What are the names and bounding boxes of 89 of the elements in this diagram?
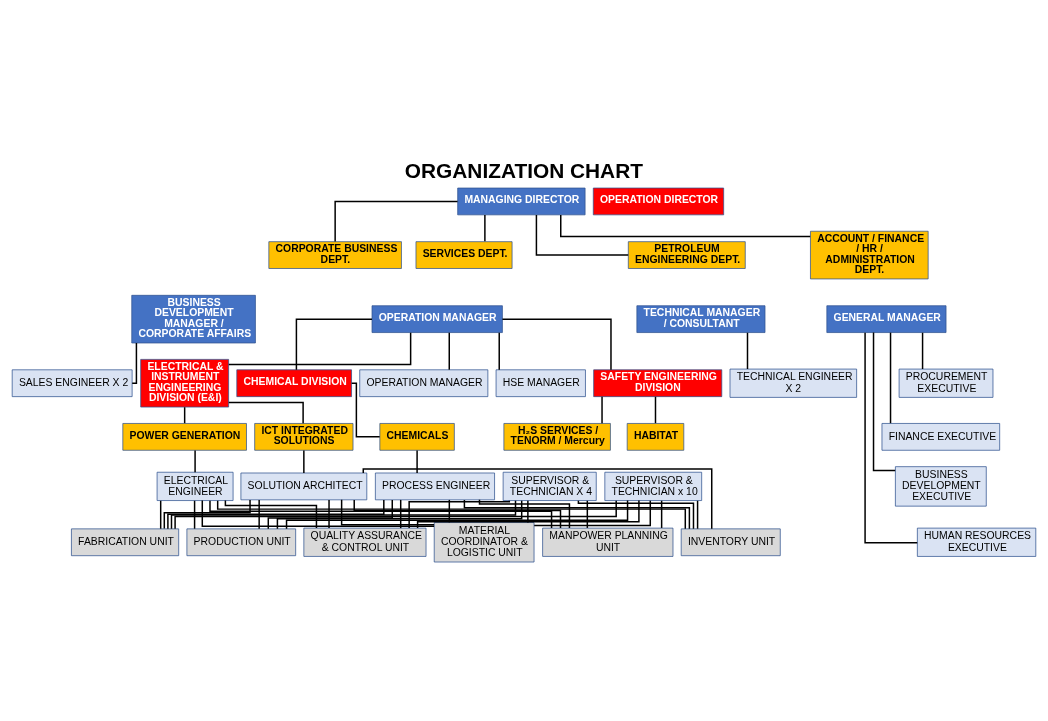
node-box: GENERAL MANAGER xyxy=(826,305,947,333)
diagram-title: ORGANIZATION CHART xyxy=(404,158,643,182)
connector xyxy=(159,500,162,530)
connector xyxy=(501,318,612,371)
connector xyxy=(478,499,571,529)
connector xyxy=(163,499,251,530)
connector xyxy=(448,499,451,524)
node-box: FABRICATION UNIT xyxy=(71,528,180,557)
connector xyxy=(463,499,691,530)
node-box: SALES ENGINEER X 2 xyxy=(11,369,133,397)
node-box: INVENTORY UNIT xyxy=(680,528,781,557)
node-box: SUPERVISOR & TECHNICIAN X 4 xyxy=(502,471,597,501)
node-box: POWER GENERATION xyxy=(122,423,247,451)
connector xyxy=(654,396,657,424)
connector xyxy=(228,332,412,366)
connector xyxy=(527,500,529,524)
connector xyxy=(535,214,629,256)
connector xyxy=(258,499,260,530)
connector xyxy=(448,332,450,371)
connector xyxy=(586,500,589,529)
node-box: CHEMICAL DIVISION xyxy=(236,369,352,397)
connector xyxy=(224,499,318,529)
connector xyxy=(408,499,511,529)
connector xyxy=(194,449,196,473)
node-box: HSE MANAGER xyxy=(495,369,586,397)
node-box: TECHNICAL MANAGER / CONSULTANT xyxy=(636,305,766,333)
node-box: SAFETY ENGINEERING DIVISION xyxy=(593,369,723,397)
connector xyxy=(577,500,695,530)
node-box: HUMAN RESOURCES EXECUTIVE xyxy=(917,527,1037,557)
node-box: ELECTRICAL & INSTRUMENT ENGINEERING DIVISION (E&I) xyxy=(140,359,229,408)
connector xyxy=(167,499,385,530)
node-box: BUSINESS DEVELOPMENT EXECUTIVE xyxy=(895,466,987,507)
node-box: MANAGING DIRECTOR xyxy=(457,187,586,216)
node-box: BUSINESS DEVELOPMENT MANAGER / CORPORATE AFFAIRS xyxy=(131,294,256,344)
node-box: OPERATION MANAGER xyxy=(359,369,489,397)
node-box: H₂S SERVICES / TENORM / Mercury xyxy=(503,423,611,451)
node-box: PROCUREMENT EXECUTIVE xyxy=(898,368,994,398)
connector xyxy=(696,500,699,530)
node-box: OPERATION DIRECTOR xyxy=(592,187,725,216)
connector xyxy=(872,331,896,472)
connector xyxy=(276,499,523,530)
connector xyxy=(601,396,603,424)
node-box: OPERATION MANAGER xyxy=(371,305,503,333)
connector xyxy=(864,332,918,544)
node-box: HABITAT xyxy=(626,423,685,451)
connector xyxy=(201,499,435,527)
node-box: TECHNICAL ENGINEER X 2 xyxy=(729,368,857,398)
node-box: SOLUTION ARCHITECT xyxy=(240,472,368,501)
node-box: SERVICES DEPT. xyxy=(415,241,513,269)
connector xyxy=(533,500,652,527)
connector xyxy=(267,499,393,530)
connector xyxy=(334,200,459,243)
connector xyxy=(174,500,617,530)
connector xyxy=(295,318,373,371)
connector xyxy=(660,500,663,529)
connector xyxy=(484,214,486,243)
connector xyxy=(285,499,629,530)
connector xyxy=(350,382,381,438)
connector xyxy=(560,214,811,238)
node-box: MATERIAL COORDINATOR & LOGISTIC UNIT xyxy=(433,522,535,563)
node-box: PRODUCTION UNIT xyxy=(186,528,297,557)
connector xyxy=(131,342,138,384)
connector xyxy=(746,332,749,370)
connector xyxy=(889,331,892,424)
connector xyxy=(193,500,196,530)
node-box: MANPOWER PLANNING UNIT xyxy=(542,527,674,557)
node-box: FINANCE EXECUTIVE xyxy=(881,423,1001,451)
connector xyxy=(216,499,687,530)
connector xyxy=(170,500,517,530)
connector xyxy=(498,332,500,371)
node-box: ICT INTEGRATED SOLUTIONS xyxy=(254,423,354,451)
connector xyxy=(416,499,640,529)
node-box: CHEMICALS xyxy=(379,423,455,451)
node-box: QUALITY ASSURANCE & CONTROL UNIT xyxy=(303,527,427,557)
node-box: ACCOUNT / FINANCE / HR / ADMINISTRATION DEPT. xyxy=(810,230,929,280)
node-box: PROCESS ENGINEER xyxy=(375,472,495,501)
node-box: ELECTRICAL ENGINEER xyxy=(156,471,234,501)
connector xyxy=(340,499,435,526)
node-box: SUPERVISOR & TECHNICIAN x 10 xyxy=(604,471,703,501)
node-box: CORPORATE BUSINESS DEPT. xyxy=(268,241,402,269)
connector xyxy=(328,499,330,529)
connector xyxy=(303,449,305,474)
connector xyxy=(353,499,562,529)
connector xyxy=(209,499,553,529)
connector xyxy=(416,449,418,474)
connector xyxy=(399,499,402,529)
node-box: PETROLEUM ENGINEERING DEPT. xyxy=(627,241,746,269)
connector xyxy=(228,401,304,425)
connector xyxy=(921,332,924,370)
